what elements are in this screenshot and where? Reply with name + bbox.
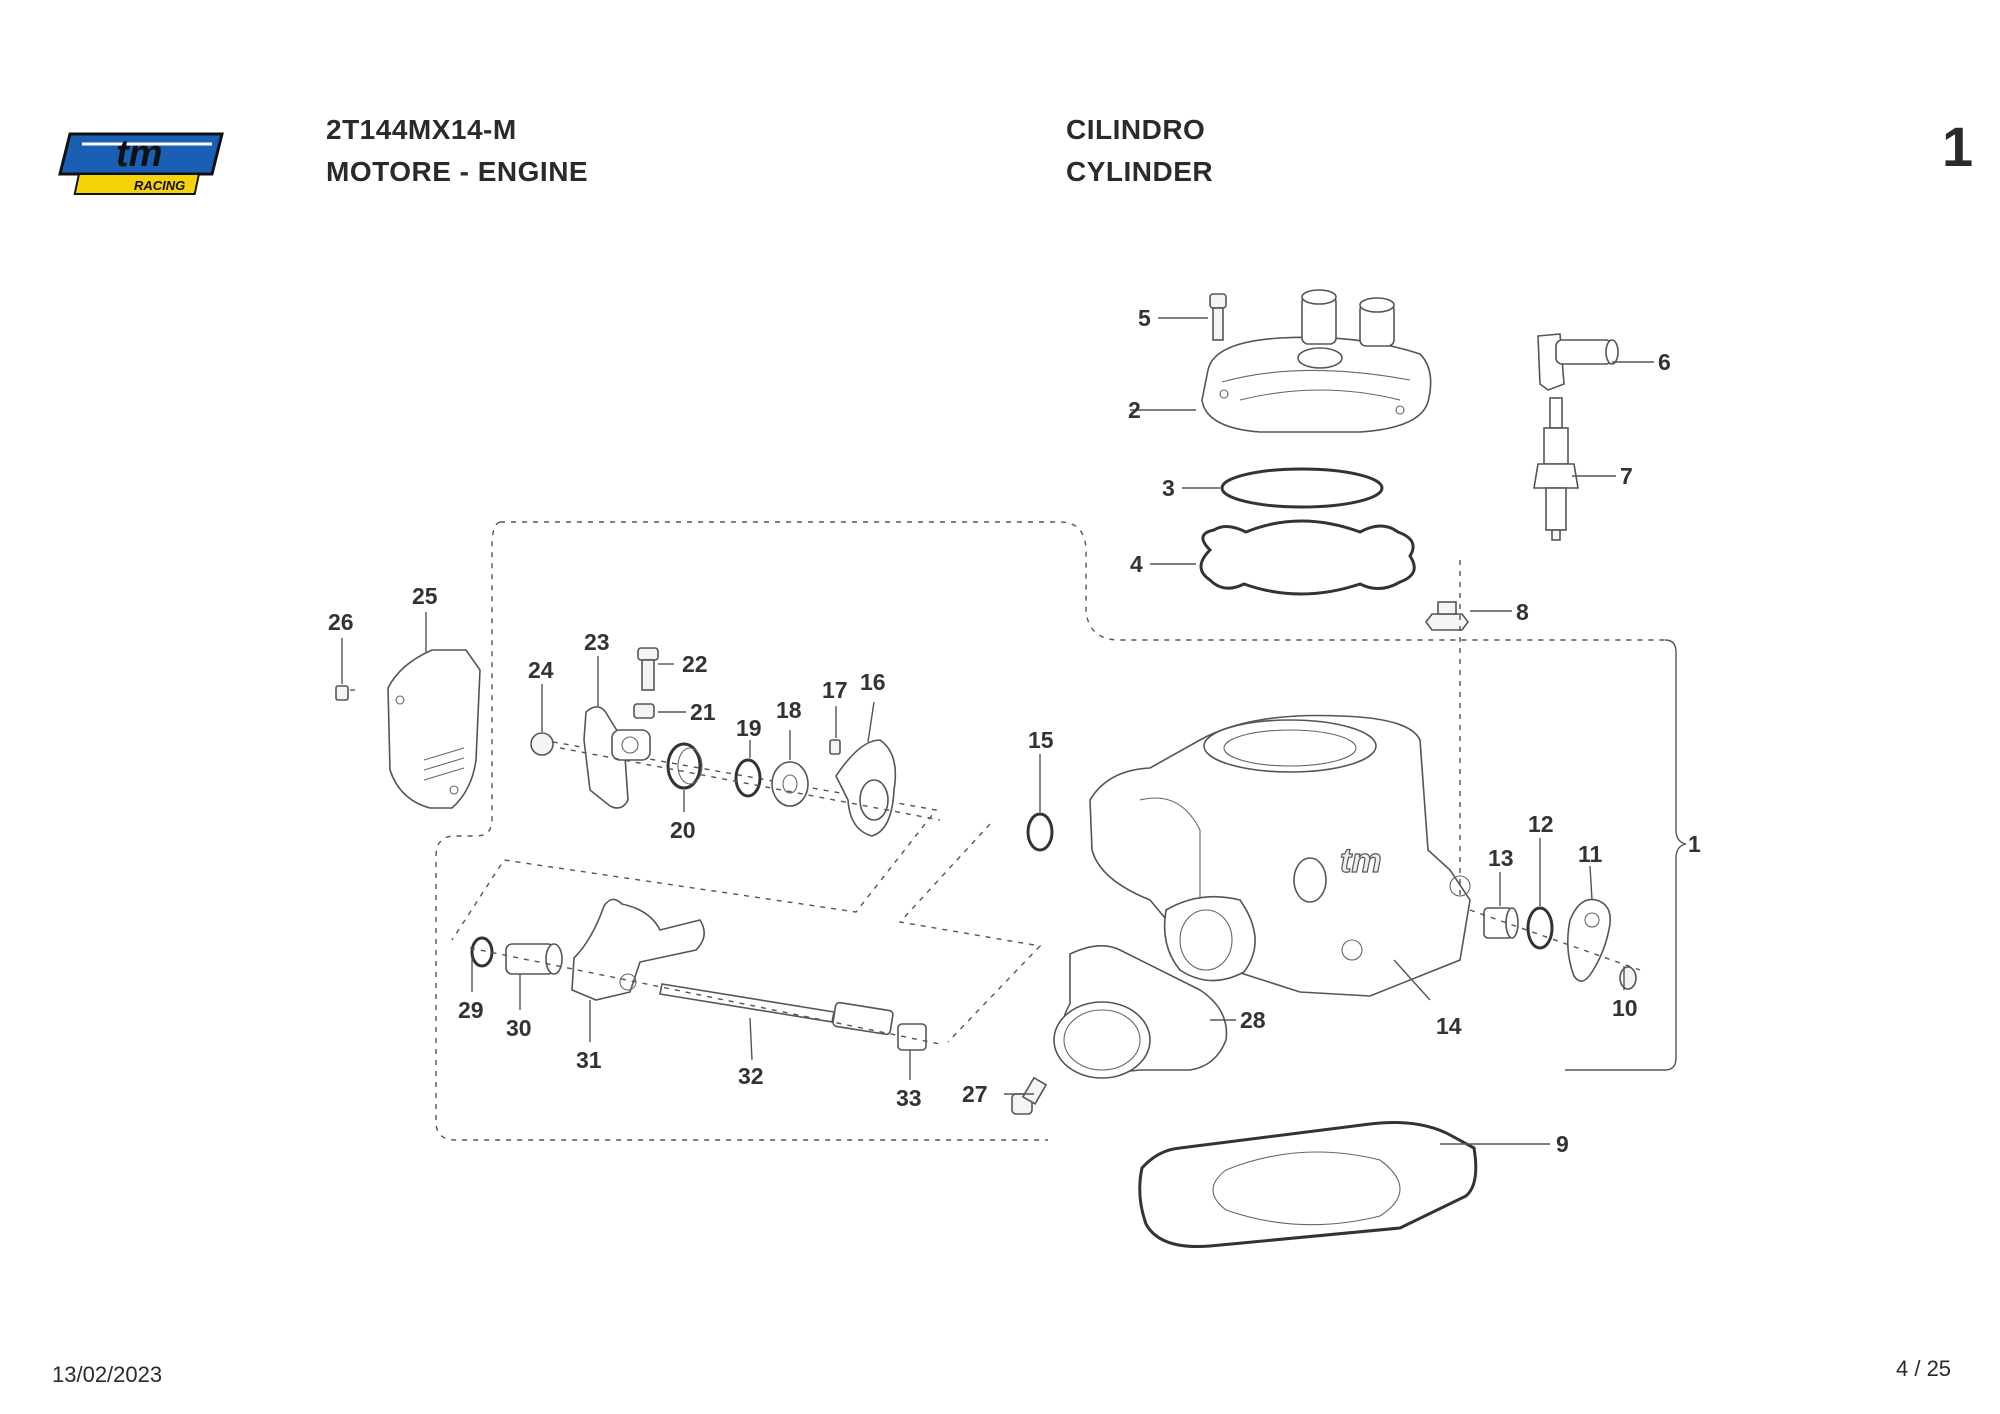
callout-3: 3: [1162, 475, 1175, 501]
spark-plug-part-7: [1533, 397, 1579, 541]
callout-17: 17: [822, 677, 848, 703]
callout-32: 32: [738, 1063, 764, 1089]
logo-subtext: RACING: [134, 178, 185, 193]
callout-14: 14: [1436, 1013, 1462, 1039]
callout-28: 28: [1240, 1007, 1266, 1033]
page-indicator: 4 / 25: [1896, 1356, 1952, 1381]
model-code: 2T144MX14-M: [326, 114, 517, 145]
bushing-part-30: [505, 943, 563, 975]
callout-29: 29: [458, 997, 484, 1023]
tm-racing-logo-icon: tm RACING: [58, 132, 224, 195]
part-callouts: 1 2 3 4 5 6 7 8 9 10 11 12 13 14 15 16 1…: [328, 305, 1701, 1157]
section-title-en: CYLINDER: [1066, 156, 1214, 187]
o-ring-part-29: [470, 936, 494, 968]
screw-part-17: [829, 739, 841, 755]
callout-24: 24: [528, 657, 554, 683]
callout-12: 12: [1528, 811, 1554, 837]
callout-33: 33: [896, 1085, 922, 1111]
head-gasket-part-4: [1199, 519, 1416, 596]
o-ring-part-15: [1026, 812, 1054, 852]
cylinder-part-14: tm: [1089, 714, 1471, 997]
callout-5: 5: [1138, 305, 1151, 331]
callout-7: 7: [1620, 463, 1633, 489]
section-number: 1: [1942, 115, 1974, 178]
screw-part-26: [335, 685, 349, 701]
nut-part-8: [1425, 601, 1469, 631]
screw-part-5: [1209, 293, 1227, 341]
bushing-part-18: [771, 761, 809, 807]
callout-22: 22: [682, 651, 708, 677]
spring-part-20: [666, 742, 703, 790]
callout-20: 20: [670, 817, 696, 843]
callout-10: 10: [1612, 995, 1638, 1021]
cylinder-head-part-2: [1201, 289, 1432, 433]
lever-part-23: [583, 706, 651, 809]
callout-19: 19: [736, 715, 762, 741]
screw-part-27: [1011, 1076, 1048, 1115]
bushing-part-13: [1483, 907, 1519, 939]
callout-25: 25: [412, 583, 438, 609]
valve-blade-part-31: [571, 898, 705, 1001]
callout-21: 21: [690, 699, 716, 725]
callout-27: 27: [962, 1081, 988, 1107]
flange-part-16: [835, 739, 897, 837]
callout-9: 9: [1556, 1131, 1569, 1157]
callout-2: 2: [1128, 397, 1141, 423]
callout-6: 6: [1658, 349, 1671, 375]
group-outline-exhaust-valve: [435, 521, 1048, 1141]
brand-logo: tm RACING: [52, 122, 232, 202]
callout-8: 8: [1516, 599, 1529, 625]
intake-manifold-part-28: [1053, 945, 1228, 1079]
callout-26: 26: [328, 609, 354, 635]
spark-plug-cap-part-6: [1537, 333, 1619, 391]
shaft-part-32: [659, 983, 894, 1036]
o-ring-part-3: [1220, 467, 1384, 509]
screw-part-10: [1619, 966, 1637, 990]
group-name: MOTORE - ENGINE: [326, 156, 589, 187]
callout-15: 15: [1028, 727, 1054, 753]
assembly-bracket: [1565, 639, 1687, 1071]
bushing-part-33: [897, 1023, 927, 1051]
end-cover-part-11: [1566, 898, 1612, 982]
callout-16: 16: [860, 669, 886, 695]
section-title-it: CILINDRO: [1066, 114, 1206, 145]
base-gasket-part-9: [1138, 1121, 1478, 1249]
callout-4: 4: [1130, 551, 1143, 577]
screw-part-22: [637, 647, 659, 691]
group-outline-cylinder: [500, 521, 1665, 641]
cylinder-brand-text: tm: [1340, 842, 1382, 880]
logo-text: tm: [116, 133, 162, 175]
nut-part-21: [633, 703, 655, 719]
callout-13: 13: [1488, 845, 1514, 871]
callout-18: 18: [776, 697, 802, 723]
callout-30: 30: [506, 1015, 532, 1041]
callout-11: 11: [1578, 841, 1603, 867]
o-ring-part-12: [1526, 906, 1554, 950]
leader-lines: [341, 317, 1654, 1145]
circlip-part-19: [734, 758, 762, 798]
callout-23: 23: [584, 629, 610, 655]
print-date: 13/02/2023: [52, 1362, 163, 1387]
nut-part-24: [530, 732, 554, 756]
callout-1: 1: [1688, 831, 1701, 857]
valve-cover-part-25: [387, 649, 481, 809]
callout-31: 31: [576, 1047, 602, 1073]
